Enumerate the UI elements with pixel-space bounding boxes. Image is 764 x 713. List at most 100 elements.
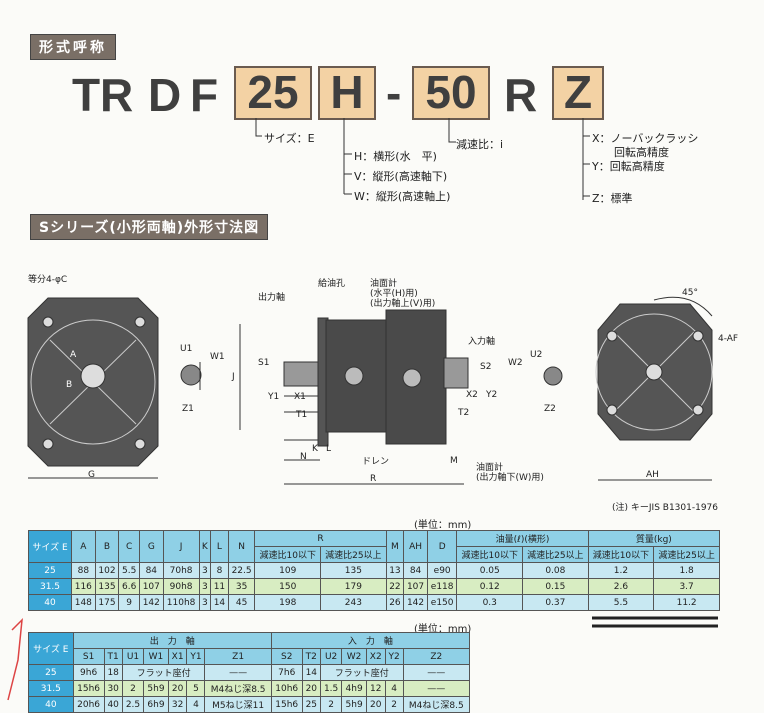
column-header: T1	[103, 648, 123, 665]
table-cell: 13	[385, 562, 405, 579]
table-cell: 5.5	[118, 562, 140, 579]
code-z-box: Z	[552, 66, 604, 120]
table-cell: 102	[94, 562, 120, 579]
legend-ratio: 減速比：i	[456, 138, 504, 151]
th-r: R	[254, 530, 387, 547]
table-cell: 7h6	[270, 664, 303, 681]
th-j: J	[162, 530, 200, 563]
label-u2: U2	[530, 350, 543, 360]
label-output-shaft: 出力軸	[258, 293, 286, 303]
size-cell: 31.5	[28, 578, 72, 595]
legend-x1: X：ノーバックラッシ	[592, 132, 699, 145]
table-cell: 30	[103, 680, 123, 697]
label-oil-gauge: 油面計	[370, 279, 398, 289]
label-l: L	[326, 444, 332, 454]
table-cell: 84	[403, 562, 428, 579]
column-header: Z2	[402, 648, 471, 665]
label-t2: T2	[458, 408, 470, 418]
table-cell: 20	[365, 696, 386, 713]
table-cell: 135	[94, 578, 120, 595]
label-input-shaft: 入力軸	[468, 337, 496, 347]
table-cell: 110h8	[162, 594, 200, 611]
label-4af: 4-AF	[718, 334, 739, 344]
th-mass-25: 減速比25以上	[653, 546, 720, 563]
table-cell: 5	[186, 680, 206, 697]
table-cell: 20h6	[72, 696, 105, 713]
th-r-25: 減速比25以上	[320, 546, 387, 563]
column-header: S2	[270, 648, 303, 665]
table-cell: 8	[210, 562, 229, 579]
column-header: S1	[72, 648, 105, 665]
size-cell: 31.5	[28, 680, 74, 697]
code-size-box: 25	[234, 66, 312, 120]
label-w2: W2	[508, 358, 523, 368]
table-cell: 2	[384, 696, 404, 713]
table-cell: e90	[426, 562, 458, 579]
th-r-10: 減速比10以下	[254, 546, 322, 563]
table-cell: 14	[301, 664, 321, 681]
table-cell: ——	[402, 680, 471, 697]
table-cell: 0.05	[456, 562, 524, 579]
table-cell: 5h9	[341, 696, 367, 713]
table-cell: 4h9	[341, 680, 367, 697]
label-z1: Z1	[182, 404, 194, 414]
label-oil-gauge-w1: 油面計	[476, 463, 504, 473]
table-cell: 4	[186, 696, 206, 713]
legend-y: Y：回転高精度	[592, 160, 665, 173]
legend-v: V：縦形(高速軸下)	[354, 170, 448, 183]
label-k: K	[312, 444, 318, 454]
table-cell: 0.12	[456, 578, 524, 595]
table-cell: ——	[402, 664, 471, 681]
table-cell: 0.37	[522, 594, 589, 611]
table-cell: 116	[71, 578, 96, 595]
label-div4: 等分4-φC	[28, 275, 68, 285]
th-size: サイズ E	[28, 530, 72, 563]
column-header: U1	[121, 648, 145, 665]
table-cell: 142	[403, 594, 428, 611]
table-cell: 107	[138, 578, 164, 595]
label-note: (注) キーJIS B1301-1976	[612, 503, 718, 513]
th-m: M	[385, 530, 405, 563]
size-cell: 40	[28, 696, 74, 713]
code-t: T	[72, 69, 101, 121]
table-cell: 142	[138, 594, 164, 611]
table-cell: e150	[426, 594, 458, 611]
table-cell: 11.2	[653, 594, 720, 611]
table-cell: 2	[319, 696, 343, 713]
table-cell: 3	[198, 578, 212, 595]
label-w1: W1	[210, 352, 225, 362]
table-cell: 22	[385, 578, 405, 595]
table-cell: 9	[118, 594, 140, 611]
label-oil-gauge-w2: (出力軸下(W)用)	[476, 473, 544, 483]
th-n: N	[227, 530, 256, 563]
th-b: B	[94, 530, 120, 563]
table-cell: 1.5	[319, 680, 343, 697]
section-title-dimensions: Sシリーズ(小形両軸)外形寸法図	[30, 214, 269, 240]
section-title-model: 形式呼称	[30, 34, 116, 60]
th-ah: AH	[403, 530, 428, 563]
table-cell: 0.3	[456, 594, 524, 611]
size-cell: 25	[28, 664, 74, 681]
table-cell: 135	[320, 562, 387, 579]
th-a: A	[71, 530, 96, 563]
th-oil-25: 減速比25以上	[522, 546, 589, 563]
label-j: J	[232, 372, 235, 382]
label-t1: T1	[296, 410, 308, 420]
column-header: U2	[319, 648, 343, 665]
table-cell: 35	[227, 578, 256, 595]
column-header: W2	[341, 648, 367, 665]
table-cell: 150	[254, 578, 322, 595]
code-h-box: H	[318, 66, 376, 120]
table-cell: 45	[227, 594, 256, 611]
table-cell: 10h6	[270, 680, 303, 697]
label-s1: S1	[258, 358, 270, 368]
table-dimensions: サイズ E A B C G J K L N R M AH D 油量(ℓ)(横形)…	[28, 530, 721, 611]
table-cell: ——	[204, 664, 272, 681]
table-cell: 3	[198, 594, 212, 611]
code-dash: -	[386, 67, 402, 119]
table-cell: 25	[301, 696, 321, 713]
